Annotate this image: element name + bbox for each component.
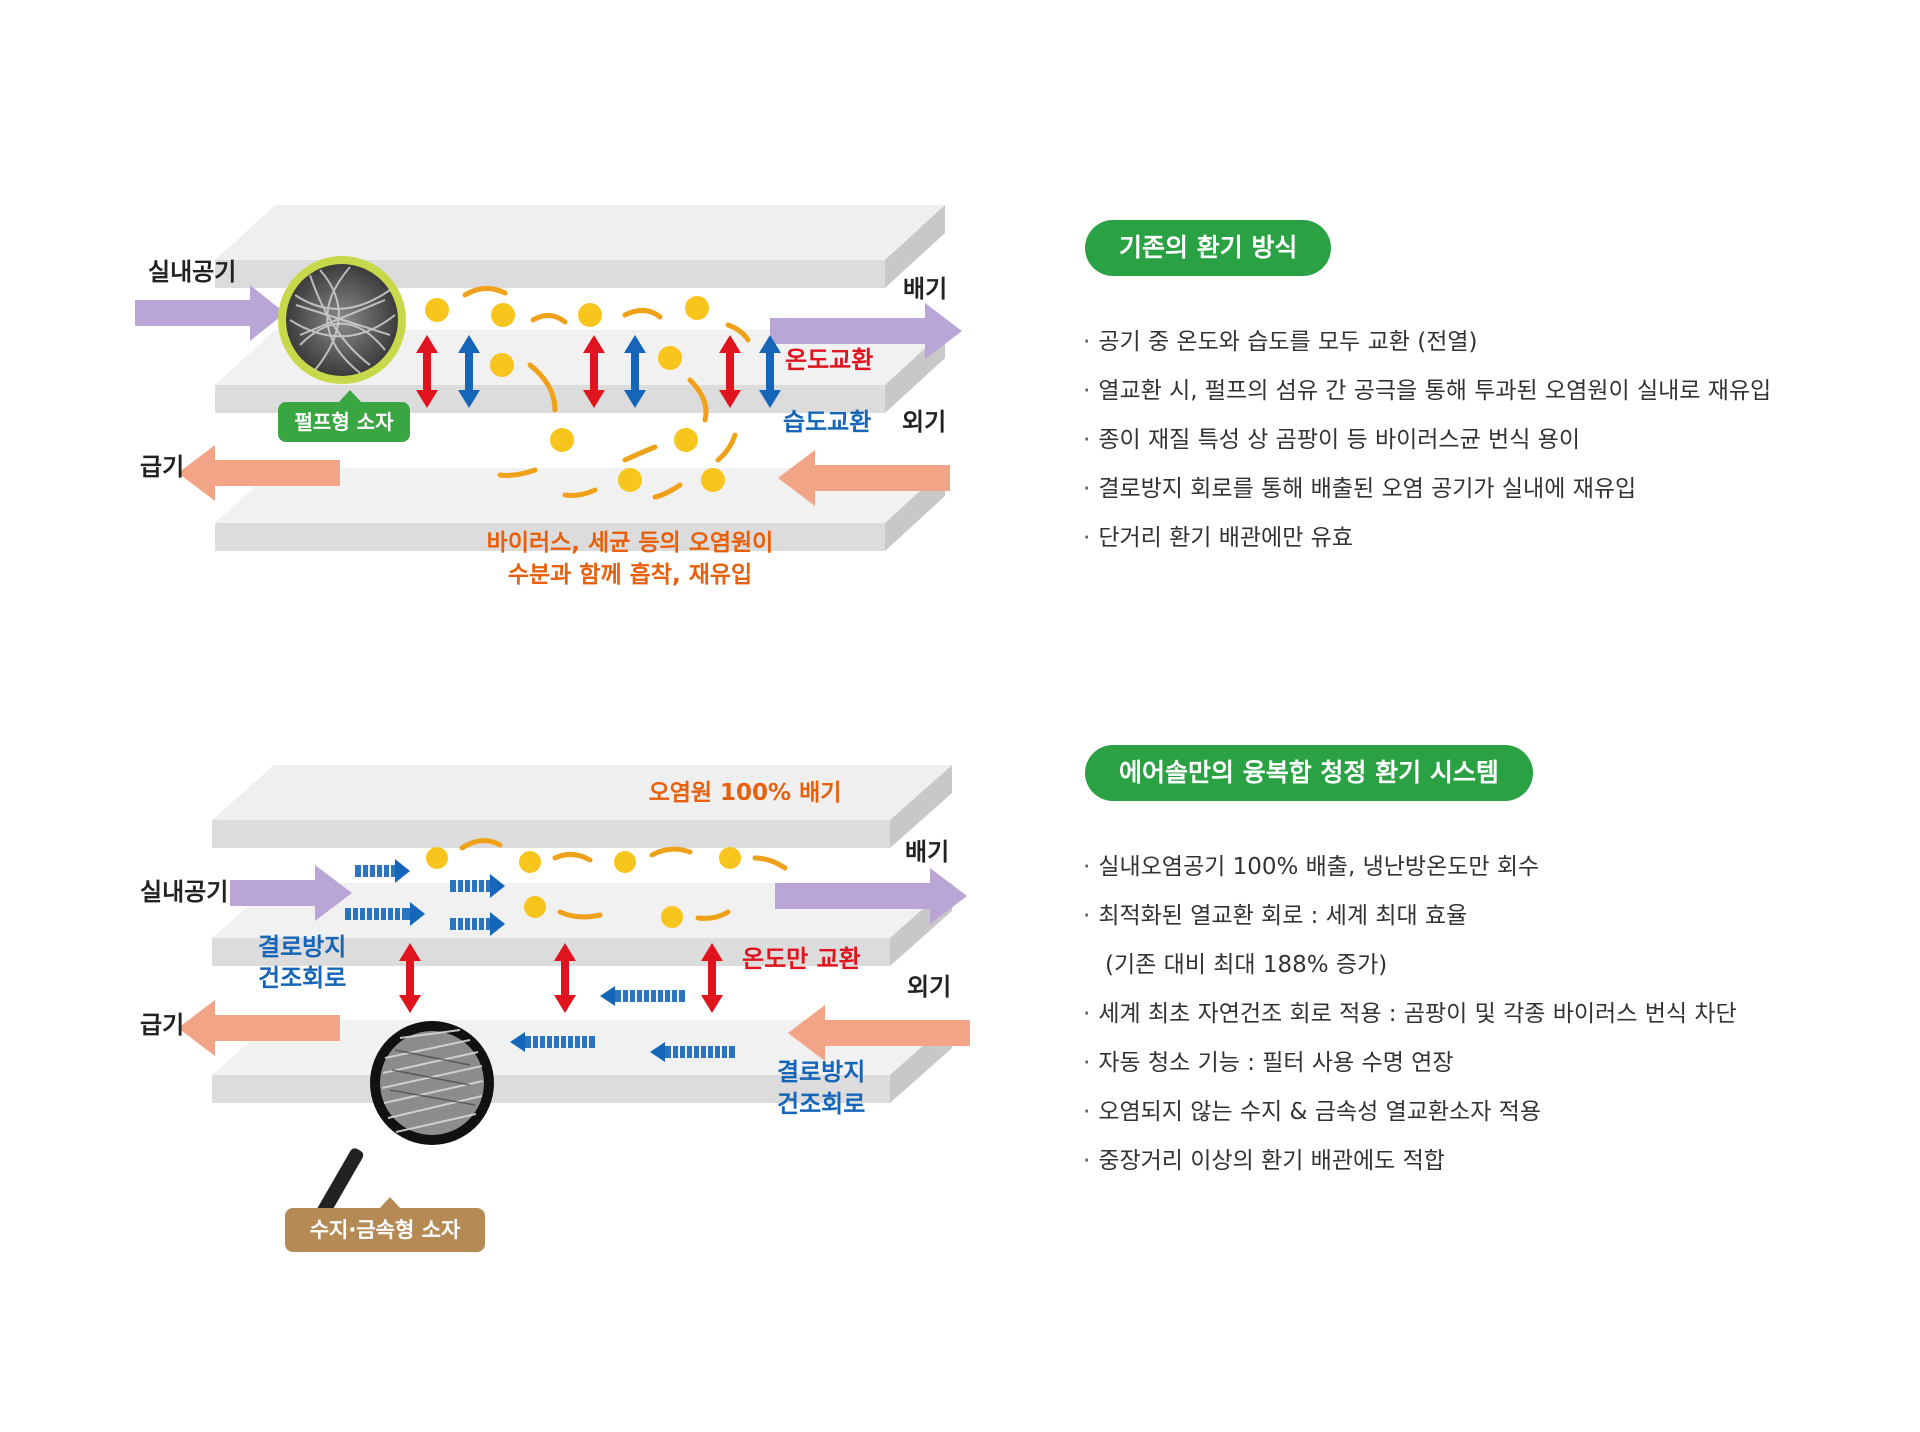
pollutant-dot [426,847,448,869]
indoor-air-arrow [135,285,285,341]
anti-condense-label-left-line2: 건조회로 [258,964,346,992]
pollutant-dot [674,428,698,452]
anti-condense-label-right-line2: 건조회로 [777,1090,865,1118]
list-item-text: 최적화된 열교환 회로 : 세계 최대 효율 [1098,903,1467,929]
list-item: · 세계 최초 자연건조 회로 적용 : 곰팡이 및 각종 바이러스 번식 차단 [1083,990,1737,1039]
outdoor-air-label: 외기 [907,973,951,1001]
pollutant-dot [491,303,515,327]
indoor-air-label: 실내공기 [148,258,236,286]
exhaust-label: 배기 [903,275,947,303]
list-item: (기존 대비 최대 188% 증가) [1083,941,1737,990]
pollutant-dot [685,296,709,320]
flow-arrow [755,858,785,868]
list-item: · 공기 중 온도와 습도를 모두 교환 (전열) [1083,318,1771,367]
flow-arrow [465,288,505,295]
pollutant-dot [524,896,546,918]
pollutant-exhaust-label: 오염원 100% 배기 [649,780,842,806]
list-item-text: 세계 최초 자연건조 회로 적용 : 곰팡이 및 각종 바이러스 번식 차단 [1098,1001,1736,1027]
conventional-ventilation-diagram: 실내공기 배기 외기 급기 펄프형 소자 [0,185,1000,605]
pollutant-dot [614,851,636,873]
conventional-method-title: 기존의 환기 방식 [1085,220,1331,276]
pollutant-dot [578,303,602,327]
bullet-marker: · [1083,1001,1090,1027]
aersol-system-title: 에어솔만의 융복합 청정 환기 시스템 [1085,745,1533,801]
pollutant-dot [701,468,725,492]
flow-arrow [652,849,690,855]
list-item-text: 중장거리 이상의 환기 배관에도 적합 [1098,1148,1445,1174]
pollutant-dot [661,906,683,928]
bullet-marker: · [1083,329,1090,355]
resin-metal-element-badge: 수지·금속형 소자 [285,1197,485,1252]
list-item: · 최적화된 열교환 회로 : 세계 최대 효율 [1083,892,1737,941]
list-item: · 중장거리 이상의 환기 배관에도 적합 [1083,1137,1737,1186]
supply-label: 급기 [140,453,184,481]
flow-arrow [555,854,590,860]
resin-metal-element-label: 수지·금속형 소자 [310,1218,461,1242]
flow-arrow [718,435,735,460]
list-item: · 종이 재질 특성 상 곰팡이 등 바이러스균 번식 용이 [1083,416,1771,465]
conventional-method-list: · 공기 중 온도와 습도를 모두 교환 (전열) · 열교환 시, 펄프의 섬유 간… [1083,318,1771,563]
list-item-text: 열교환 시, 펄프의 섬유 간 공극을 통해 투과된 오염원이 실내로 재유입 [1098,378,1771,404]
list-item-text: (기존 대비 최대 188% 증가) [1105,952,1387,978]
list-item-text: 종이 재질 특성 상 곰팡이 등 바이러스균 번식 용이 [1098,427,1580,453]
list-item-text: 단거리 환기 배관에만 유효 [1098,525,1353,551]
aersol-system-list: · 실내오염공기 100% 배출, 냉난방온도만 회수 · 최적화된 열교환 회로 :… [1083,843,1737,1186]
list-item: · 열교환 시, 펄프의 섬유 간 공극을 통해 투과된 오염원이 실내로 재유입 [1083,367,1771,416]
temp-only-exchange-label: 온도만 교환 [742,945,861,973]
aersol-ventilation-diagram: 오염원 100% 배기 실내공기 배기 외기 급기 [0,740,1000,1300]
list-item-text: 결로방지 회로를 통해 배출된 오염 공기가 실내에 재유입 [1098,476,1636,502]
list-item: · 실내오염공기 100% 배출, 냉난방온도만 회수 [1083,843,1737,892]
humid-exchange-label: 습도교환 [783,408,871,436]
list-item: · 단거리 환기 배관에만 유효 [1083,514,1771,563]
pollutant-dot [425,298,449,322]
bullet-marker: · [1083,427,1090,453]
bullet-marker: · [1083,476,1090,502]
supply-label: 급기 [140,1011,184,1039]
exhaust-label: 배기 [905,838,949,866]
bullet-marker: · [1083,1050,1090,1076]
bullet-marker: · [1083,378,1090,404]
pollutant-warning-line2: 수분과 함께 흡착, 재유입 [508,562,752,588]
list-item: · 오염되지 않는 수지 & 금속성 열교환소자 적용 [1083,1088,1737,1137]
pollutant-dot [550,428,574,452]
flow-arrow [625,447,655,460]
anti-condense-label-left-line1: 결로방지 [258,933,346,961]
pollutant-dot [519,851,541,873]
pollutant-warning-line1: 바이러스, 세균 등의 오염원이 [487,530,774,556]
indoor-air-label: 실내공기 [140,878,228,906]
list-item-text: 오염되지 않는 수지 & 금속성 열교환소자 적용 [1098,1099,1541,1125]
flow-arrow [533,315,565,322]
plate-top [212,765,952,848]
list-item-text: 자동 청소 기능 : 필터 사용 수명 연장 [1098,1050,1453,1076]
flow-arrow [625,310,660,317]
list-item-text: 실내오염공기 100% 배출, 냉난방온도만 회수 [1098,854,1539,880]
pollutant-dot [658,346,682,370]
bullet-marker: · [1083,1099,1090,1125]
pollutant-dot [719,847,741,869]
anti-condense-label-right-line1: 결로방지 [777,1058,865,1086]
pollutant-dot [618,468,642,492]
bullet-marker: · [1083,854,1090,880]
temp-exchange-label: 온도교환 [785,346,873,374]
pulp-element-label: 펄프형 소자 [295,410,395,434]
list-item: · 자동 청소 기능 : 필터 사용 수명 연장 [1083,1039,1737,1088]
pollutant-dot [490,353,514,377]
bullet-marker: · [1083,1148,1090,1174]
pulp-fiber-closeup [278,256,406,384]
bullet-marker: · [1083,903,1090,929]
outdoor-air-label: 외기 [902,408,946,436]
bullet-marker: · [1083,525,1090,551]
list-item-text: 공기 중 온도와 습도를 모두 교환 (전열) [1098,329,1477,355]
list-item: · 결로방지 회로를 통해 배출된 오염 공기가 실내에 재유입 [1083,465,1771,514]
